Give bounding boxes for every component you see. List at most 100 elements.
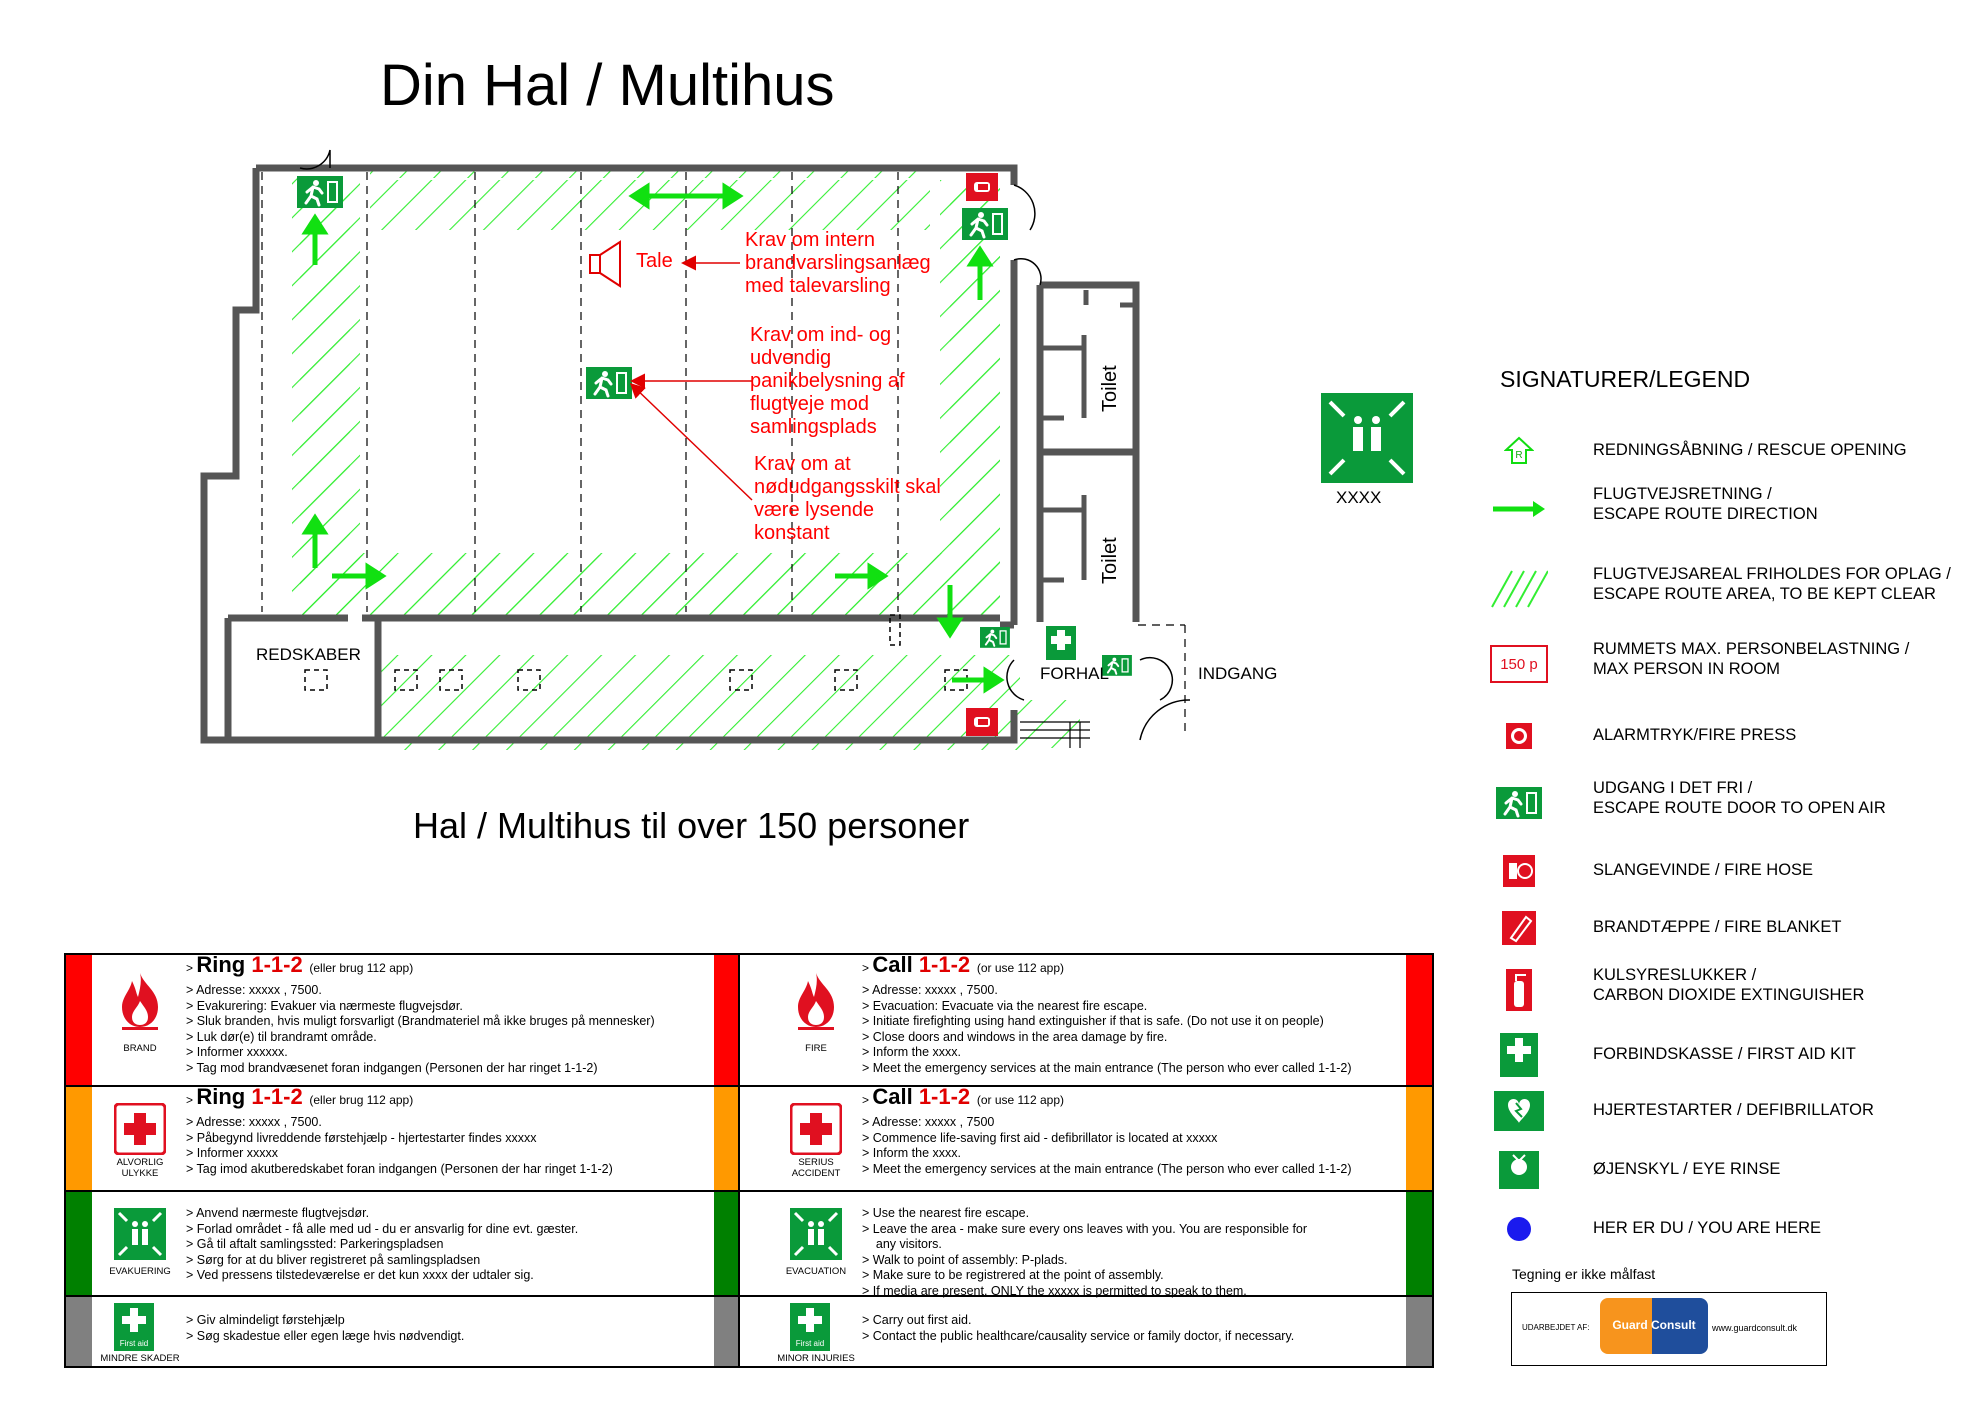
call-note: (eller brug 112 app) (302, 1093, 414, 1107)
speaker-icon (589, 240, 621, 288)
scale-note: Tegning er ikke målfast (1512, 1266, 1656, 1282)
emergency-instructions-table: BRAND > Ring 1-1-2 (eller brug 112 app) > … (64, 953, 1434, 1368)
fire-icon (790, 971, 842, 1030)
rescue-opening-icon: R (1490, 428, 1548, 474)
severity-stripe (714, 1192, 740, 1295)
legend-item-label: KULSYRESLUKKER / CARBON DIOXIDE EXTINGUI… (1593, 966, 1865, 1004)
eye-rinse-icon (1490, 1147, 1548, 1193)
legend-item-label: BRANDTÆPPE / FIRE BLANKET (1593, 918, 1842, 936)
instruction-cell-english: EVACUATION> Use the nearest fire escape.… (738, 1190, 1432, 1298)
legend-item: HJERTESTARTER / DEFIBRILLATOR (1490, 1088, 1970, 1138)
firstaid-icon: First aid (114, 1303, 166, 1355)
annotation-brandvarsling: Krav om intern brandvarslingsanlæg med t… (745, 229, 931, 297)
extinguisher-icon (1490, 967, 1548, 1013)
you-are-here-icon (1490, 1206, 1548, 1252)
svg-text:First aid: First aid (120, 1339, 148, 1348)
exit-sign-icon (295, 174, 345, 210)
annotation-panikbelysning: Krav om ind- og udvendig panikbelysning … (750, 324, 905, 438)
legend-item-label: FLUGTVEJSAREAL FRIHOLDES FOR OPLAG / ESC… (1593, 565, 1951, 603)
walls (200, 164, 1140, 744)
instruction-cell-english: FIRE > Call 1-1-2 (or use 112 app) > Adres… (738, 952, 1432, 1085)
legend-item: ØJENSKYL / EYE RINSE (1490, 1147, 1970, 1197)
annotation-lines (629, 255, 753, 501)
instruction-lines: > Adresse: xxxxx , 7500. > Påbegynd livr… (186, 1115, 613, 1176)
escape-arrows (301, 182, 1005, 694)
annotation-noedudgang: Krav om at nødudgangsskilt skal være lys… (754, 453, 941, 544)
label-toilet-lower: Toilet (1099, 537, 1121, 584)
extinguisher-sign-icon (966, 173, 998, 201)
fire-hose-icon (1490, 848, 1548, 894)
page-title: Din Hal / Multihus (380, 53, 835, 118)
label-tale: Tale (636, 250, 673, 272)
extinguisher-sign-icon (966, 708, 998, 736)
severity-stripe (66, 1297, 92, 1366)
assembly-icon (790, 1208, 842, 1260)
emergency-call-line: > Ring 1-1-2 (eller brug 112 app) (186, 1084, 414, 1109)
exit-sign-icon (584, 365, 634, 401)
fire-icon (114, 971, 166, 1030)
severity-stripe (714, 955, 740, 1085)
max-person-badge: 150 p (1490, 645, 1548, 683)
call-word: Ring (196, 1084, 252, 1109)
credit-made-by: UDARBEJDET AF: (1522, 1323, 1590, 1332)
legend-item-label: UDGANG I DET FRI / ESCAPE ROUTE DOOR TO … (1593, 779, 1886, 817)
instruction-lines: > Adresse: xxxxx , 7500. > Evacuation: E… (862, 983, 1352, 1075)
emergency-call-line: > Ring 1-1-2 (eller brug 112 app) (186, 952, 414, 977)
legend-item-label: SLANGEVINDE / FIRE HOSE (1593, 861, 1814, 879)
exit-sign-icon (960, 206, 1010, 242)
severity-stripe (66, 1087, 92, 1190)
cell-caption: EVAKUERING (109, 1266, 171, 1277)
exit-sign-icon (979, 626, 1011, 649)
emergency-call-line: > Call 1-1-2 (or use 112 app) (862, 952, 1065, 977)
legend-item: BRANDTÆPPE / FIRE BLANKET (1490, 905, 1970, 955)
cell-caption: MINDRE SKADER (100, 1353, 180, 1364)
instruction-cell-english: SERIUS ACCIDENT> Call 1-1-2 (or use 112 … (738, 1085, 1432, 1190)
logo-text: Guard Consult (1612, 1318, 1696, 1332)
alarm-press-icon (1490, 713, 1548, 759)
instruction-lines: > Use the nearest fire escape. > Leave t… (862, 1206, 1308, 1298)
first-aid-kit-icon (1490, 1032, 1548, 1078)
assembly-point-label: XXXX (1336, 488, 1382, 507)
emergency-number: 1-1-2 (918, 952, 971, 977)
cell-caption: MINOR INJURIES (777, 1353, 855, 1364)
legend-item: R REDNINGSÅBNING / RESCUE OPENING (1490, 428, 1970, 478)
legend-item-label: RUMMETS MAX. PERSONBELASTNING / MAX PERS… (1593, 640, 1910, 678)
emergency-number: 1-1-2 (251, 952, 303, 977)
severity-stripe (714, 1297, 740, 1366)
severity-stripe (714, 1087, 740, 1190)
call-note: (eller brug 112 app) (302, 961, 414, 975)
column-lines (261, 172, 1186, 735)
exit-door-icon (1490, 780, 1548, 826)
legend-item: FLUGTVEJSAREAL FRIHOLDES FOR OPLAG / ESC… (1490, 565, 1970, 616)
instruction-cell-danish: ALVORLIG ULYKKE > Ring 1-1-2 (eller brug … (66, 1084, 740, 1190)
instruction-lines: > Anvend nærmeste flugtvejsdør. > Forlad… (186, 1206, 579, 1282)
severity-stripe (66, 955, 92, 1085)
cell-caption: FIRE (805, 1043, 827, 1054)
legend-item-label: REDNINGSÅBNING / RESCUE OPENING (1593, 441, 1907, 459)
firstaid-icon: First aid (790, 1303, 842, 1355)
svg-text:First aid: First aid (796, 1339, 824, 1348)
legend-item-label: FORBINDSKASSE / FIRST AID KIT (1593, 1045, 1856, 1063)
cell-caption: BRAND (123, 1043, 157, 1054)
legend-item: FLUGTVEJSRETNING / ESCAPE ROUTE DIRECTIO… (1490, 485, 1970, 536)
escape-arrow-icon (1490, 486, 1548, 532)
legend-item: ALARMTRYK/FIRE PRESS (1490, 713, 1970, 763)
medical-icon (113, 1102, 167, 1156)
stair-lines (1020, 721, 1090, 748)
instruction-cell-danish: EVAKUERING > Anvend nærmeste flugtvejsdør… (66, 1190, 740, 1295)
instruction-lines: > Adresse: xxxxx , 7500. > Evakurering: … (186, 983, 655, 1075)
severity-stripe (1406, 1192, 1432, 1295)
cell-caption: ALVORLIG ULYKKE (116, 1157, 164, 1179)
legend-item-label: HER ER DU / YOU ARE HERE (1593, 1219, 1821, 1237)
legend-item: UDGANG I DET FRI / ESCAPE ROUTE DOOR TO … (1490, 779, 1970, 830)
defibrillator-icon (1490, 1088, 1548, 1134)
call-word: Call (872, 1084, 919, 1109)
first-aid-sign-icon (1046, 626, 1076, 660)
assembly-point-icon (1321, 393, 1413, 483)
legend-item: 150 p RUMMETS MAX. PERSONBELASTNING / MAX… (1490, 640, 1970, 691)
legend-item: FORBINDSKASSE / FIRST AID KIT (1490, 1032, 1970, 1082)
plan-subtitle: Hal / Multihus til over 150 personer (413, 805, 970, 846)
emergency-number: 1-1-2 (251, 1084, 303, 1109)
legend-item: SLANGEVINDE / FIRE HOSE (1490, 848, 1970, 898)
